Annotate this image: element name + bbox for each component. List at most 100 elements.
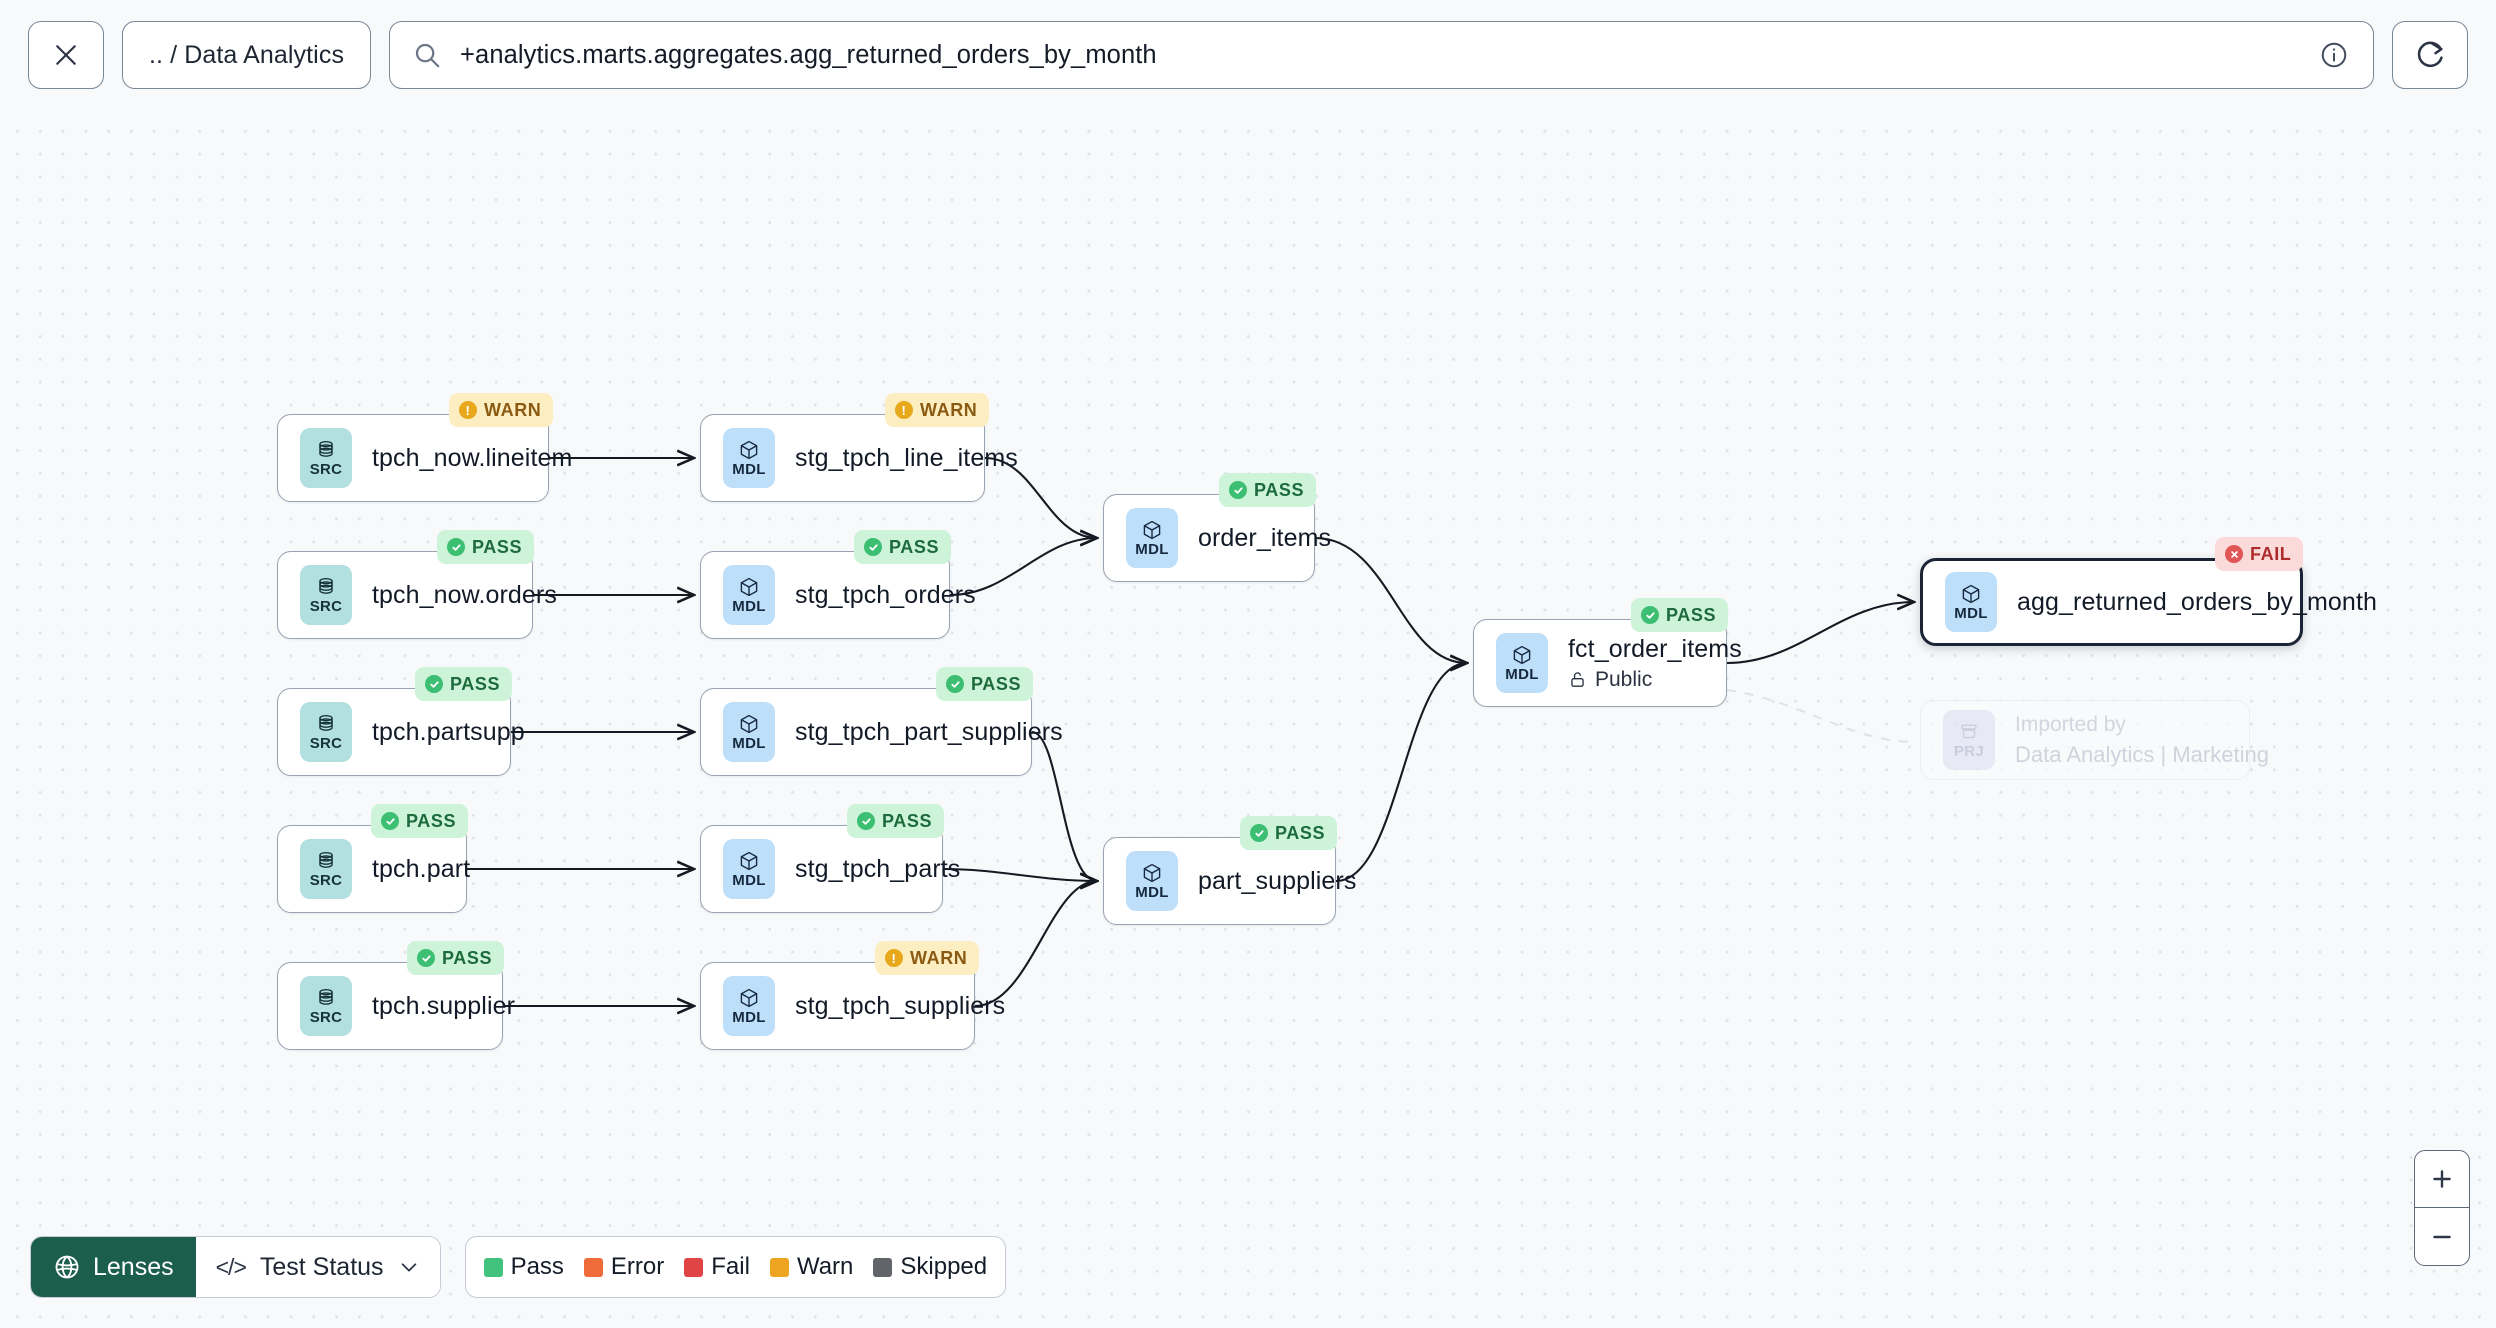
node-type-chip-src: SRC bbox=[300, 565, 352, 625]
status-legend: Pass Error Fail Warn Skipped bbox=[464, 1236, 1007, 1298]
refresh-button[interactable] bbox=[2392, 21, 2468, 89]
zoom-controls bbox=[2414, 1150, 2470, 1266]
status-badge-warn[interactable]: !WARN bbox=[885, 393, 990, 427]
code-icon: </> bbox=[215, 1253, 247, 1280]
node-title: fct_order_items bbox=[1568, 634, 1742, 663]
cube-icon bbox=[740, 440, 758, 460]
lineage-node-tpch_supplier[interactable]: SRC tpch.supplier bbox=[277, 962, 515, 1050]
status-badge-pass[interactable]: PASS bbox=[1240, 816, 1338, 850]
node-title: stg_tpch_orders bbox=[795, 580, 976, 609]
cube-icon bbox=[1962, 584, 1980, 604]
status-badge-pass[interactable]: PASS bbox=[936, 667, 1034, 701]
status-badge-pass[interactable]: PASS bbox=[437, 530, 535, 564]
node-type-code: MDL bbox=[732, 735, 766, 752]
aperture-icon bbox=[55, 1255, 79, 1279]
breadcrumb-label: .. / Data Analytics bbox=[149, 40, 345, 69]
node-type-chip-mdl: MDL bbox=[723, 839, 775, 899]
cube-icon bbox=[740, 714, 758, 734]
legend-label: Pass bbox=[510, 1253, 564, 1280]
zoom-in-button[interactable] bbox=[2415, 1151, 2469, 1208]
top-toolbar: .. / Data Analytics +analytics.marts.agg… bbox=[0, 0, 2496, 110]
imported-by-project: Data Analytics | Marketing bbox=[2015, 741, 2269, 767]
status-badge-warn[interactable]: !WARN bbox=[875, 941, 980, 975]
node-type-code: MDL bbox=[732, 872, 766, 889]
status-badge-fail[interactable]: FAIL bbox=[2215, 537, 2304, 571]
cube-icon bbox=[1143, 520, 1161, 540]
node-type-chip-src: SRC bbox=[300, 839, 352, 899]
node-type-code: SRC bbox=[309, 598, 343, 615]
node-title: stg_tpch_parts bbox=[795, 854, 961, 883]
lenses-button[interactable]: Lenses bbox=[31, 1237, 196, 1297]
status-badge-pass[interactable]: PASS bbox=[847, 804, 945, 838]
legend-item-warn[interactable]: Warn bbox=[769, 1253, 853, 1281]
status-badge-pass[interactable]: PASS bbox=[415, 667, 513, 701]
lineage-search-input[interactable]: +analytics.marts.aggregates.agg_returned… bbox=[389, 21, 2374, 89]
legend-item-pass[interactable]: Pass bbox=[483, 1253, 564, 1281]
node-type-chip-mdl: MDL bbox=[1496, 633, 1548, 693]
status-badge-label: PASS bbox=[971, 673, 1022, 694]
node-title: tpch.partsupp bbox=[372, 717, 525, 746]
node-labels: order_items bbox=[1198, 524, 1331, 553]
close-button[interactable] bbox=[28, 21, 104, 89]
status-badge-label: PASS bbox=[882, 810, 933, 831]
status-badge-pass[interactable]: PASS bbox=[1219, 473, 1317, 507]
zoom-out-button[interactable] bbox=[2415, 1208, 2469, 1265]
status-badge-label: PASS bbox=[442, 947, 493, 968]
lineage-node-tpch_now_orders[interactable]: SRC tpch_now.orders bbox=[277, 551, 557, 639]
node-type-chip-src: SRC bbox=[300, 976, 352, 1036]
legend-swatch bbox=[769, 1257, 789, 1277]
breadcrumb[interactable]: .. / Data Analytics bbox=[122, 21, 372, 89]
node-title: stg_tpch_line_items bbox=[795, 443, 1018, 472]
search-icon bbox=[415, 43, 440, 68]
status-badge-label: PASS bbox=[472, 536, 523, 557]
cube-icon bbox=[740, 988, 758, 1008]
node-type-chip-mdl: MDL bbox=[723, 565, 775, 625]
lineage-node-stg_tpch_parts[interactable]: MDL stg_tpch_parts bbox=[700, 825, 961, 913]
lineage-node-stg_tpch_orders[interactable]: MDL stg_tpch_orders bbox=[700, 551, 976, 639]
node-labels: tpch.partsupp bbox=[372, 717, 525, 747]
legend-item-skipped[interactable]: Skipped bbox=[873, 1253, 987, 1281]
legend-label: Error bbox=[610, 1253, 665, 1280]
node-labels: stg_tpch_orders bbox=[795, 580, 976, 610]
warn-exclam-icon: ! bbox=[895, 401, 913, 419]
node-type-code: MDL bbox=[1954, 605, 1988, 622]
project-icon bbox=[1961, 724, 1977, 739]
status-badge-label: PASS bbox=[1254, 479, 1305, 500]
status-badge-pass[interactable]: PASS bbox=[1631, 598, 1729, 632]
cube-icon bbox=[1143, 863, 1161, 883]
legend-item-fail[interactable]: Fail bbox=[684, 1253, 750, 1281]
database-icon bbox=[319, 988, 333, 1005]
node-labels: tpch.supplier bbox=[372, 992, 515, 1021]
node-type-code: MDL bbox=[732, 1009, 766, 1026]
status-badge-pass[interactable]: PASS bbox=[854, 530, 952, 564]
lineage-node-stg_tpch_line_items[interactable]: MDL stg_tpch_line_items bbox=[700, 414, 1018, 502]
warn-exclam-icon: ! bbox=[459, 401, 477, 419]
status-badge-pass[interactable]: PASS bbox=[407, 941, 505, 975]
lineage-node-agg_returned_orders_by_month[interactable]: MDL agg_returned_orders_by_month bbox=[1920, 558, 2377, 646]
status-badge-label: PASS bbox=[1275, 822, 1326, 843]
node-labels: tpch_now.orders bbox=[372, 581, 557, 610]
minus-icon bbox=[2433, 1235, 2451, 1238]
node-visibility-label: Public bbox=[1595, 667, 1653, 691]
info-icon[interactable] bbox=[2319, 40, 2349, 70]
node-type-code: MDL bbox=[732, 461, 766, 478]
status-badge-pass[interactable]: PASS bbox=[371, 804, 469, 838]
test-status-dropdown[interactable]: </> Test Status bbox=[195, 1237, 440, 1297]
pass-check-icon bbox=[1250, 824, 1268, 842]
legend-item-error[interactable]: Error bbox=[583, 1253, 665, 1281]
status-badge-warn[interactable]: !WARN bbox=[449, 393, 554, 427]
lenses-label: Lenses bbox=[93, 1252, 174, 1281]
node-labels: agg_returned_orders_by_month bbox=[2017, 588, 2377, 617]
cube-icon bbox=[1513, 645, 1531, 665]
node-type-code: PRJ bbox=[1953, 743, 1985, 760]
